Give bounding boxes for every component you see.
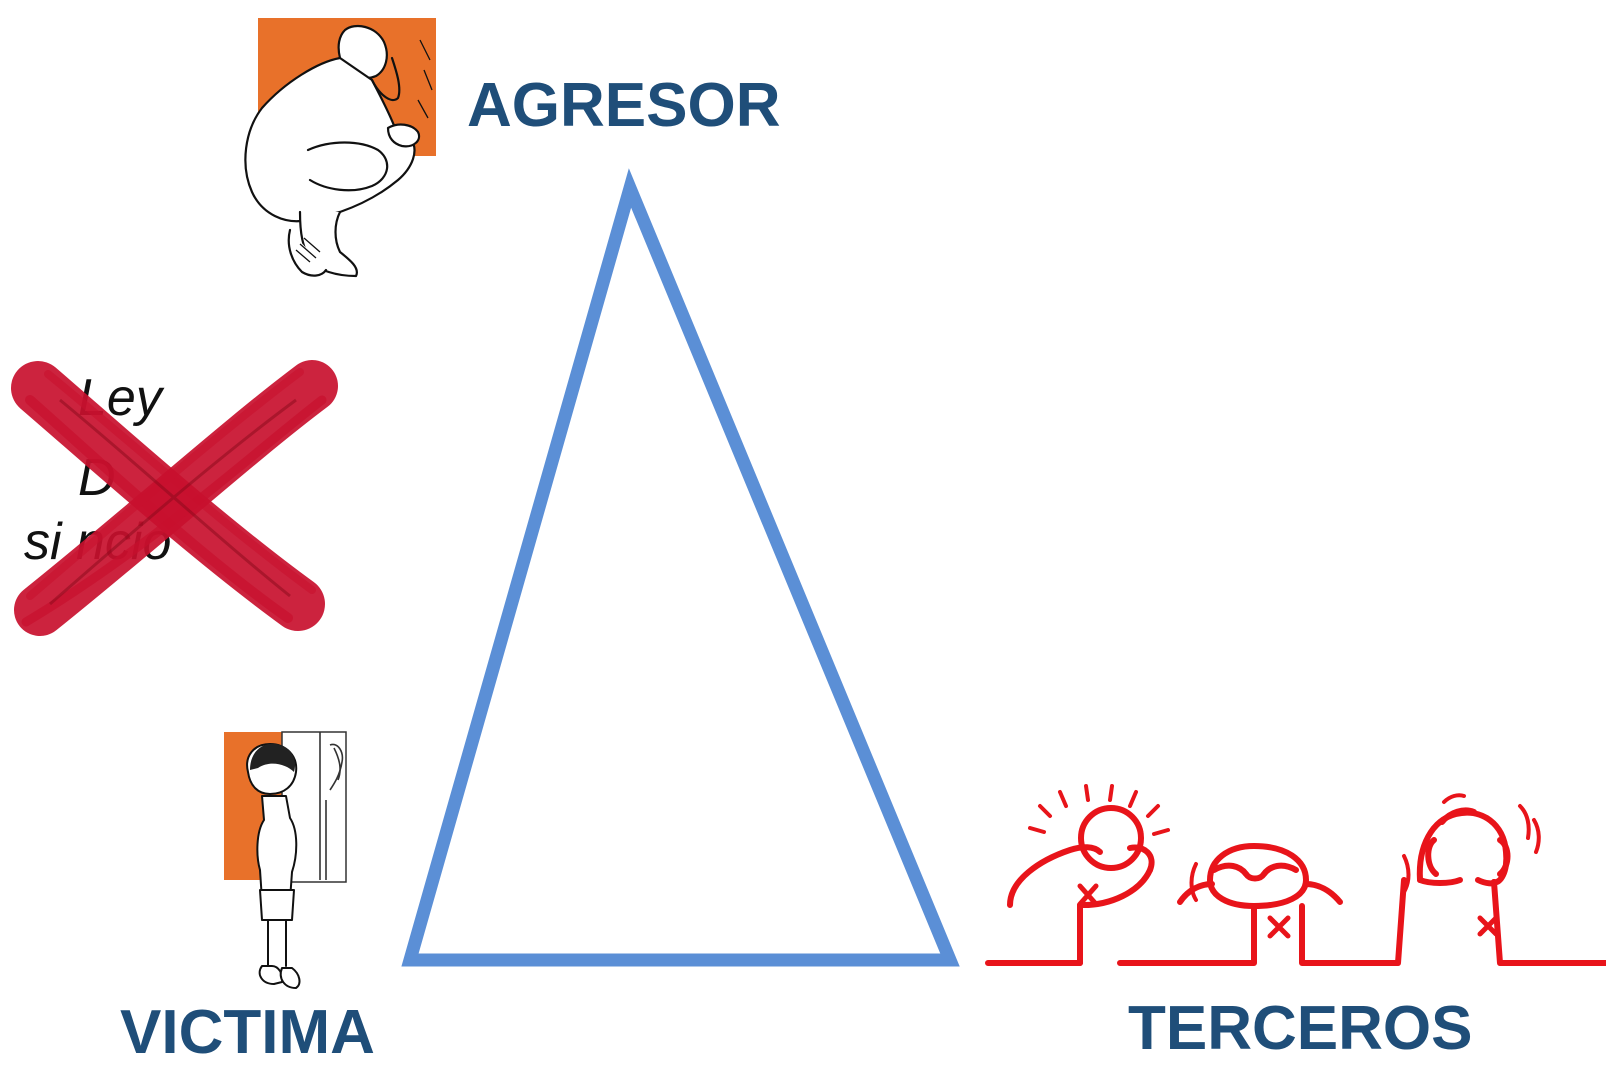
role-label-victima: VICTIMA — [120, 998, 375, 1067]
role-label-terceros: TERCEROS — [1128, 994, 1473, 1063]
role-label-agresor: AGRESOR — [467, 71, 781, 140]
triangle-shape — [401, 168, 960, 967]
